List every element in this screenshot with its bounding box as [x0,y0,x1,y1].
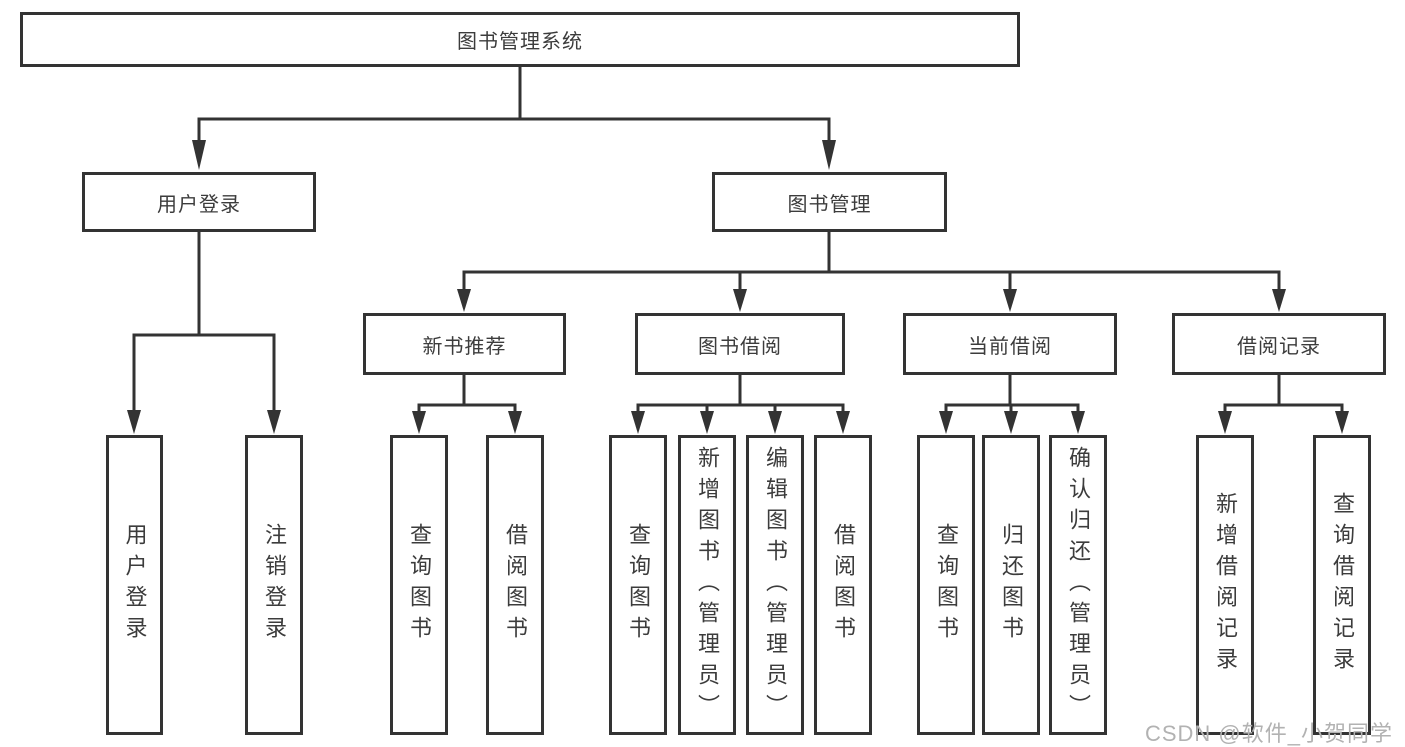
node-label: 新书推荐 [422,335,507,358]
leaf-label: 注销登录 [262,523,287,647]
node-label: 当前借阅 [968,335,1052,358]
node-current-borrow: 当前借阅 [903,313,1117,375]
leaf-label: 用户登录 [122,523,148,647]
arrowhead-down [700,411,714,434]
arrowhead-down [1218,411,1232,434]
connector-book-management-to-level2 [462,232,1281,293]
node-book-borrow: 图书借阅 [635,313,845,375]
connector-root-to-level1 [197,67,831,142]
arrowhead-down [836,411,850,434]
arrowhead-down [267,410,281,434]
leaf-query-book-current: 查询图书 [917,435,975,735]
leaf-label: 查询借阅记录 [1330,492,1355,678]
leaf-label: 编辑图书（管理员） [763,445,788,725]
arrowhead-down [1003,289,1017,312]
node-label: 图书借阅 [698,335,782,358]
leaf-query-borrow-record: 查询借阅记录 [1313,435,1371,735]
leaf-query-book-recommend: 查询图书 [390,435,448,735]
leaf-label: 新增图书（管理员） [695,445,720,725]
arrowhead-down [412,411,426,434]
node-library-management-system: 图书管理系统 [20,12,1020,67]
leaf-user-login: 用户登录 [106,435,163,735]
leaf-label: 归还图书 [999,523,1024,647]
node-user-login: 用户登录 [82,172,316,232]
arrowhead-down [1071,411,1085,434]
arrowhead-down [939,411,953,434]
connector-user-login-to-leaves [132,232,276,416]
arrowhead-down [1004,411,1018,434]
node-label: 借阅记录 [1237,335,1321,358]
arrowhead-down [1335,411,1349,434]
leaf-add-borrow-record: 新增借阅记录 [1196,435,1254,735]
connector-new-book-to-leaves [417,375,517,416]
leaf-label: 查询图书 [934,523,959,647]
leaf-label: 借阅图书 [831,523,856,647]
leaf-label: 查询图书 [407,523,432,647]
connector-current-borrow-to-leaves [944,375,1080,416]
leaf-label: 查询图书 [626,523,651,647]
csdn-watermark: CSDN @软件_小贺同学 [1144,721,1393,746]
arrowhead-down [822,140,836,170]
node-borrow-records: 借阅记录 [1172,313,1386,375]
leaf-label: 确认归还（管理员） [1066,445,1091,725]
arrowhead-down [768,411,782,434]
arrowhead-down [192,140,206,170]
node-label: 图书管理系统 [457,31,583,53]
leaf-borrow-book-recommend: 借阅图书 [486,435,544,735]
leaf-label: 新增借阅记录 [1213,492,1238,678]
leaf-label: 借阅图书 [503,523,528,647]
leaf-borrow-book: 借阅图书 [814,435,872,735]
leaf-logout: 注销登录 [245,435,303,735]
leaf-edit-book-admin: 编辑图书（管理员） [746,435,804,735]
connector-borrow-records-to-leaves [1223,375,1344,416]
node-book-management: 图书管理 [712,172,947,232]
node-new-book-recommend: 新书推荐 [363,313,566,375]
connector-book-borrow-to-leaves [636,375,845,416]
arrowhead-down [631,411,645,434]
arrowhead-down [508,411,522,434]
arrowhead-down [733,289,747,312]
node-label: 图书管理 [787,193,872,216]
node-label: 用户登录 [157,193,241,216]
leaf-return-book: 归还图书 [982,435,1040,735]
leaf-add-book-admin: 新增图书（管理员） [678,435,736,735]
leaf-confirm-return-admin: 确认归还（管理员） [1049,435,1107,735]
arrowhead-down [1272,289,1286,312]
arrowhead-down [127,410,141,434]
arrowhead-down [457,289,471,312]
leaf-query-book-borrow: 查询图书 [609,435,667,735]
